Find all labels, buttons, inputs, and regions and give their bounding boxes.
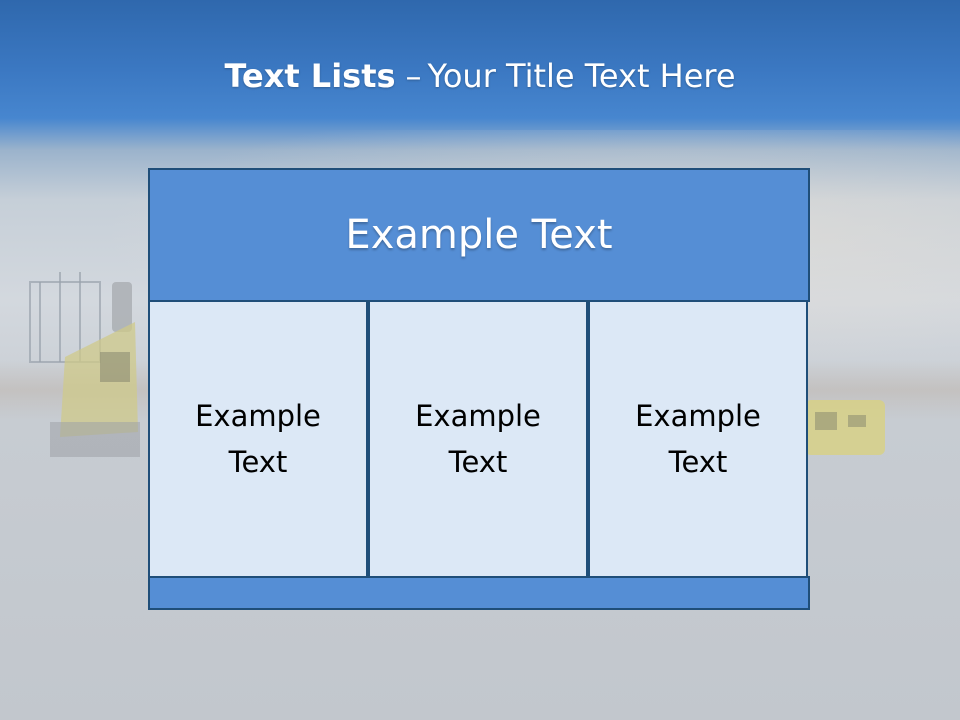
diagram-footer-bar: [148, 576, 810, 610]
diagram-cell-2: Example Text: [368, 300, 588, 578]
diagram-cell-2-text: Example Text: [415, 399, 541, 479]
diagram-cell-1-text: Example Text: [195, 399, 321, 479]
diagram-header-text: Example Text: [345, 212, 613, 258]
slide-title: Text Lists–Your Title Text Here: [0, 48, 960, 104]
diagram-header-box: Example Text: [148, 168, 810, 302]
background-construction-machine-image: [29, 272, 140, 457]
background-roller-machine-image: [805, 400, 885, 455]
diagram-cell-3: Example Text: [588, 300, 808, 578]
diagram-cell-1: Example Text: [148, 300, 368, 578]
title-separator: –: [405, 57, 422, 95]
title-rest-text: Your Title Text Here: [427, 57, 736, 95]
diagram-cell-3-text: Example Text: [635, 399, 761, 479]
text-list-diagram: Example Text Example Text Example Text E…: [148, 168, 810, 610]
title-bold-text: Text Lists: [224, 57, 396, 95]
